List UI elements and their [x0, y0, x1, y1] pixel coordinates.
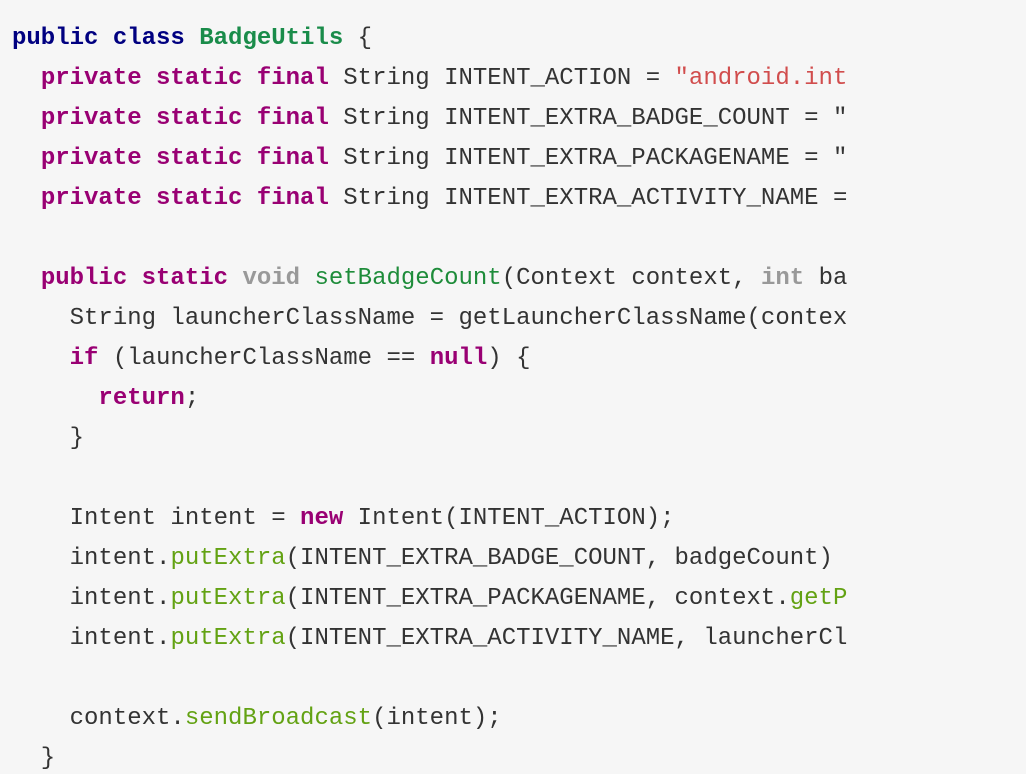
code-line: private static final String INTENT_EXTRA… [12, 139, 848, 179]
code-line: intent.putExtra(INTENT_EXTRA_ACTIVITY_NA… [12, 619, 848, 659]
code-token: getP [789, 585, 848, 612]
code-token: (Context context, [501, 265, 761, 292]
code-line: ​ [12, 459, 847, 499]
code-token: intent. [12, 545, 171, 572]
code-token [12, 265, 41, 292]
code-token: String launcherClassName = getLauncherCl… [12, 305, 848, 332]
code-token: String INTENT_ACTION = [328, 65, 675, 92]
code-token: ) { [487, 345, 531, 372]
code-token: ; [184, 385, 200, 412]
code-token: intent. [12, 625, 171, 652]
code-token [12, 345, 70, 372]
code-token: "android.int [674, 65, 848, 92]
code-line: String launcherClassName = getLauncherCl… [12, 299, 848, 339]
code-token [12, 65, 41, 92]
code-line: } [12, 419, 847, 459]
code-token: { [343, 25, 373, 52]
code-token: BadgeUtils [199, 25, 344, 52]
code-token: public static [40, 265, 229, 292]
code-line: public static void setBadgeCount(Context… [12, 259, 848, 299]
code-token: sendBroadcast [184, 705, 373, 732]
code-token: putExtra [170, 625, 286, 652]
code-line: ​ [12, 659, 847, 699]
code-token: (INTENT_EXTRA_BADGE_COUNT, badgeCount) [285, 545, 833, 572]
code-token: putExtra [170, 585, 286, 612]
code-token: int [760, 265, 805, 292]
code-line: intent.putExtra(INTENT_EXTRA_PACKAGENAME… [12, 579, 848, 619]
code-token: context. [12, 705, 185, 732]
code-token: ba [804, 265, 848, 292]
code-token: private static final [40, 105, 329, 132]
code-token: setBadgeCount [314, 265, 502, 292]
code-token: null [429, 345, 488, 372]
code-line: } [12, 739, 847, 774]
code-token [12, 105, 41, 132]
code-token: private static final [40, 145, 329, 172]
code-line: Intent intent = new Intent(INTENT_ACTION… [12, 499, 847, 539]
code-token: (INTENT_EXTRA_PACKAGENAME, context. [285, 585, 790, 612]
code-token: new [300, 505, 344, 532]
code-token: putExtra [170, 545, 286, 572]
code-token: String INTENT_EXTRA_ACTIVITY_NAME = [328, 185, 848, 212]
code-token [228, 265, 242, 292]
code-line: ​ [12, 219, 847, 259]
code-token: void [242, 265, 301, 292]
code-token: } [12, 425, 85, 452]
code-line: private static final String INTENT_EXTRA… [12, 179, 848, 219]
code-line: intent.putExtra(INTENT_EXTRA_BADGE_COUNT… [12, 539, 847, 579]
code-token: if [69, 345, 99, 372]
code-token [12, 385, 98, 412]
code-token: intent. [12, 585, 171, 612]
code-listing: public class BadgeUtils { private static… [12, 19, 847, 774]
code-token: (INTENT_EXTRA_ACTIVITY_NAME, launcherCl [285, 625, 848, 652]
code-line: return; [12, 379, 847, 419]
code-token [12, 185, 41, 212]
code-token: (launcherClassName == [98, 345, 430, 372]
code-token: String INTENT_EXTRA_BADGE_COUNT = " [328, 105, 848, 132]
code-token: Intent(INTENT_ACTION); [343, 505, 675, 532]
code-token [12, 145, 41, 172]
code-token: public class [12, 25, 200, 52]
code-line: context.sendBroadcast(intent); [12, 699, 847, 739]
code-token: private static final [40, 65, 329, 92]
code-token: String INTENT_EXTRA_PACKAGENAME = " [328, 145, 848, 172]
code-token: } [12, 745, 56, 772]
code-token: (intent); [372, 705, 502, 732]
code-token: private static final [40, 185, 329, 212]
code-line: public class BadgeUtils { [12, 19, 847, 59]
code-line: private static final String INTENT_EXTRA… [12, 99, 848, 139]
code-line: private static final String INTENT_ACTIO… [12, 59, 848, 99]
code-token: return [98, 385, 185, 412]
code-token: Intent intent = [12, 505, 301, 532]
code-token [300, 265, 314, 292]
code-line: if (launcherClassName == null) { [12, 339, 847, 379]
